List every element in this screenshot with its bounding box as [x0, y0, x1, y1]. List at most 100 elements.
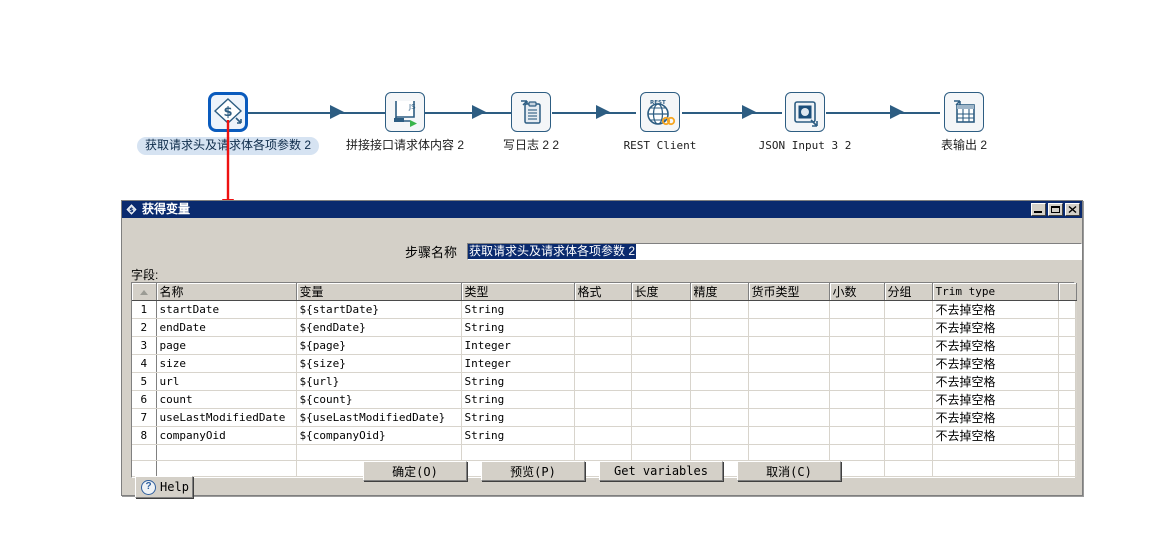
- cell-group[interactable]: [884, 318, 933, 337]
- cell-length[interactable]: [631, 426, 691, 445]
- cell-length[interactable]: [631, 372, 691, 391]
- cell-type[interactable]: String: [461, 408, 575, 427]
- cell-trim[interactable]: 不去掉空格: [932, 408, 1059, 427]
- cell-name[interactable]: page: [156, 336, 297, 355]
- cell-precision[interactable]: [690, 390, 749, 409]
- cell-variable[interactable]: ${useLastModifiedDate}: [296, 408, 462, 427]
- cell-format[interactable]: [574, 318, 632, 337]
- cell-format[interactable]: [574, 336, 632, 355]
- cell-name[interactable]: count: [156, 390, 297, 409]
- cell-trim[interactable]: 不去掉空格: [932, 354, 1059, 373]
- cell-group[interactable]: [884, 372, 933, 391]
- cell-name[interactable]: size: [156, 354, 297, 373]
- cell-group[interactable]: [884, 300, 933, 319]
- ok-button[interactable]: 确定(O): [363, 461, 467, 481]
- cell-format[interactable]: [574, 444, 632, 461]
- minimize-button[interactable]: [1031, 203, 1046, 216]
- get-variables-button[interactable]: Get variables: [599, 461, 723, 481]
- cell-variable[interactable]: ${page}: [296, 336, 462, 355]
- cell-variable[interactable]: ${count}: [296, 390, 462, 409]
- step-name-input[interactable]: 获取请求头及请求体各项参数 2: [467, 243, 1082, 260]
- cell-name[interactable]: [156, 460, 297, 477]
- column-header-group[interactable]: 分组: [884, 283, 933, 301]
- column-header-precision[interactable]: 精度: [690, 283, 749, 301]
- cell-format[interactable]: [574, 372, 632, 391]
- cell-currency[interactable]: [748, 426, 830, 445]
- cell-group[interactable]: [884, 336, 933, 355]
- cell-length[interactable]: [631, 390, 691, 409]
- cell-type[interactable]: Integer: [461, 336, 575, 355]
- step-build-request-body[interactable]: JS 拼接接口请求体内容 2: [305, 92, 505, 155]
- maximize-button[interactable]: [1048, 203, 1063, 216]
- dialog-titlebar[interactable]: $ 获得变量: [122, 201, 1082, 218]
- column-header-currency[interactable]: 货币类型: [748, 283, 830, 301]
- cell-name[interactable]: url: [156, 372, 297, 391]
- transformation-canvas[interactable]: $ 获取请求头及请求体各项参数 2 JS 拼接接口请求体内容 2: [0, 0, 1165, 213]
- cell-precision[interactable]: [690, 408, 749, 427]
- cell-type[interactable]: String: [461, 390, 575, 409]
- cell-type[interactable]: String: [461, 300, 575, 319]
- cell-name[interactable]: endDate: [156, 318, 297, 337]
- preview-button[interactable]: 预览(P): [481, 461, 585, 481]
- cell-type[interactable]: String: [461, 318, 575, 337]
- cell-currency[interactable]: [748, 444, 830, 461]
- cell-currency[interactable]: [748, 300, 830, 319]
- cell-precision[interactable]: [690, 444, 749, 461]
- column-header-variable[interactable]: 变量: [296, 283, 462, 301]
- cell-length[interactable]: [631, 444, 691, 461]
- cell-precision[interactable]: [690, 354, 749, 373]
- step-write-to-log[interactable]: 写日志 2 2: [431, 92, 631, 155]
- cell-group[interactable]: [884, 460, 933, 477]
- cell-decimal[interactable]: [829, 318, 885, 337]
- cell-type[interactable]: String: [461, 372, 575, 391]
- column-header-format[interactable]: 格式: [574, 283, 632, 301]
- cell-decimal[interactable]: [829, 390, 885, 409]
- cell-variable[interactable]: ${size}: [296, 354, 462, 373]
- cell-variable[interactable]: ${startDate}: [296, 300, 462, 319]
- cell-currency[interactable]: [748, 318, 830, 337]
- cell-trim[interactable]: [932, 460, 1059, 477]
- cell-currency[interactable]: [748, 336, 830, 355]
- cell-variable[interactable]: ${companyOid}: [296, 426, 462, 445]
- cell-name[interactable]: companyOid: [156, 426, 297, 445]
- column-header-length[interactable]: 长度: [631, 283, 691, 301]
- cell-trim[interactable]: 不去掉空格: [932, 336, 1059, 355]
- cell-group[interactable]: [884, 426, 933, 445]
- column-header-trim-type[interactable]: Trim type: [932, 283, 1059, 301]
- cell-format[interactable]: [574, 300, 632, 319]
- cell-precision[interactable]: [690, 372, 749, 391]
- cell-length[interactable]: [631, 354, 691, 373]
- step-json-input[interactable]: JSON Input 3 2: [705, 92, 905, 155]
- cell-type[interactable]: String: [461, 426, 575, 445]
- cell-variable[interactable]: ${url}: [296, 372, 462, 391]
- cell-trim[interactable]: 不去掉空格: [932, 318, 1059, 337]
- cancel-button[interactable]: 取消(C): [737, 461, 841, 481]
- cell-group[interactable]: [884, 444, 933, 461]
- cell-length[interactable]: [631, 408, 691, 427]
- column-header-decimal[interactable]: 小数: [829, 283, 885, 301]
- help-button[interactable]: ? Help: [135, 476, 193, 498]
- cell-format[interactable]: [574, 390, 632, 409]
- cell-name[interactable]: useLastModifiedDate: [156, 408, 297, 427]
- cell-decimal[interactable]: [829, 408, 885, 427]
- cell-format[interactable]: [574, 426, 632, 445]
- column-header-name[interactable]: 名称: [156, 283, 297, 301]
- cell-trim[interactable]: 不去掉空格: [932, 426, 1059, 445]
- cell-group[interactable]: [884, 408, 933, 427]
- cell-currency[interactable]: [748, 354, 830, 373]
- cell-currency[interactable]: [748, 372, 830, 391]
- cell-decimal[interactable]: [829, 372, 885, 391]
- cell-decimal[interactable]: [829, 354, 885, 373]
- row-number-header[interactable]: [132, 283, 157, 301]
- cell-precision[interactable]: [690, 300, 749, 319]
- cell-currency[interactable]: [748, 390, 830, 409]
- cell-precision[interactable]: [690, 336, 749, 355]
- cell-type[interactable]: Integer: [461, 354, 575, 373]
- cell-trim[interactable]: 不去掉空格: [932, 372, 1059, 391]
- cell-type[interactable]: [461, 444, 575, 461]
